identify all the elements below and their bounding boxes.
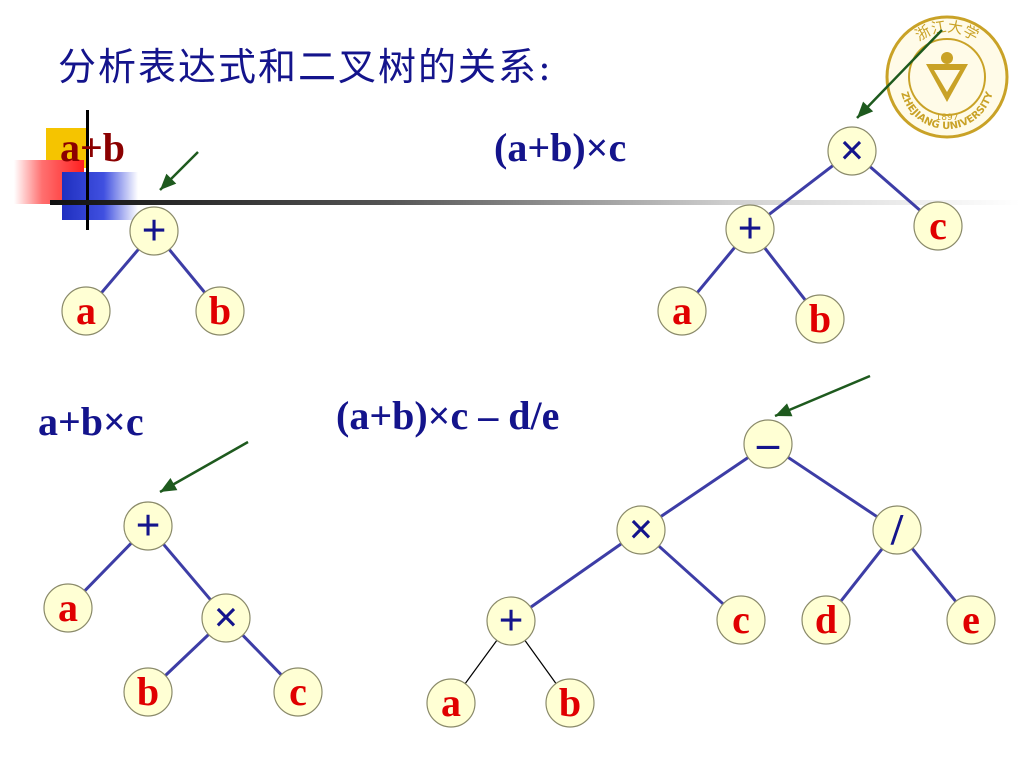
tree-edge: [164, 633, 210, 677]
operand-node: a: [61, 286, 111, 336]
node-label: ×: [839, 126, 864, 175]
node-label: b: [137, 669, 159, 714]
node-circle: [545, 678, 595, 728]
operator-node: +: [123, 501, 173, 551]
tree-edge: [529, 542, 623, 609]
node-label: +: [135, 501, 160, 550]
node-circle: [795, 294, 845, 344]
tree-edge: [763, 247, 807, 301]
tree-edge: [839, 547, 884, 603]
operand-node: c: [273, 667, 323, 717]
tree-edge: [660, 456, 749, 518]
operand-node: a: [657, 286, 707, 336]
operator-node: –: [743, 419, 793, 469]
operand-node: b: [545, 678, 595, 728]
tree-edge: [787, 456, 878, 518]
node-circle: [195, 286, 245, 336]
node-circle: [801, 595, 851, 645]
tree-edge: [241, 634, 283, 676]
node-label: ×: [213, 593, 238, 642]
node-label: +: [737, 204, 762, 253]
node-circle: [486, 596, 536, 646]
node-label: a: [672, 288, 692, 333]
node-circle: [273, 667, 323, 717]
tree-edge: [911, 547, 957, 603]
node-circle: [946, 595, 996, 645]
expression-a-plus-b: a+b: [60, 125, 126, 170]
node-label: ×: [628, 505, 653, 554]
university-logo: 浙江大学 ZHEJIANG UNIVERSITY 1897: [885, 15, 1009, 139]
operator-node: ×: [201, 593, 251, 643]
node-label: e: [962, 597, 980, 642]
node-circle: [43, 583, 93, 633]
node-label: d: [815, 597, 837, 642]
operand-node: a: [426, 678, 476, 728]
operator-node: +: [725, 204, 775, 254]
node-label: a: [58, 585, 78, 630]
page-title: 分析表达式和二叉树的关系:: [58, 45, 553, 89]
operator-node: ×: [827, 126, 877, 176]
node-circle: [657, 286, 707, 336]
node-circle: [913, 201, 963, 251]
tree-edge: [168, 248, 206, 294]
operator-node: ×: [616, 505, 666, 555]
node-label: a: [76, 288, 96, 333]
tree-edge: [100, 248, 140, 294]
tree-edge: [696, 246, 736, 294]
tree-edge: [83, 542, 133, 592]
node-circle: [61, 286, 111, 336]
node-circle: [616, 505, 666, 555]
expression-a-plus-b-times-c-paren: (a+b)×c: [494, 125, 627, 170]
node-circle: [201, 593, 251, 643]
pointer-arrow: [159, 440, 249, 494]
node-label: b: [209, 288, 231, 333]
tree-edge: [162, 543, 212, 601]
expression-a-plus-b-times-c: a+b×c: [38, 399, 144, 444]
node-label: c: [929, 203, 947, 248]
tree-edge: [524, 640, 557, 684]
corner-decoration: [0, 0, 1020, 240]
node-label: –: [756, 419, 780, 468]
operand-node: d: [801, 595, 851, 645]
node-label: c: [732, 597, 750, 642]
tree-edge: [657, 544, 725, 606]
operand-node: c: [913, 201, 963, 251]
operand-node: a: [43, 583, 93, 633]
operand-node: c: [716, 595, 766, 645]
operand-node: b: [795, 294, 845, 344]
node-circle: [872, 505, 922, 555]
expression-full: (a+b)×c – d/e: [336, 393, 560, 438]
node-label: /: [890, 505, 904, 554]
operator-node: +: [486, 596, 536, 646]
node-circle: [716, 595, 766, 645]
node-circle: [426, 678, 476, 728]
tree-edge: [464, 640, 498, 684]
tree-edge: [768, 164, 834, 216]
logo-year: 1897: [936, 113, 959, 123]
node-label: b: [809, 296, 831, 341]
node-label: +: [498, 596, 523, 645]
node-label: b: [559, 680, 581, 725]
node-circle: [123, 667, 173, 717]
pointer-arrow: [774, 374, 871, 418]
operand-node: b: [195, 286, 245, 336]
node-circle: [725, 204, 775, 254]
operator-node: /: [872, 505, 922, 555]
node-circle: [743, 419, 793, 469]
operand-node: b: [123, 667, 173, 717]
operand-node: e: [946, 595, 996, 645]
node-label: c: [289, 669, 307, 714]
node-circle: [827, 126, 877, 176]
node-circle: [123, 501, 173, 551]
node-label: a: [441, 680, 461, 725]
